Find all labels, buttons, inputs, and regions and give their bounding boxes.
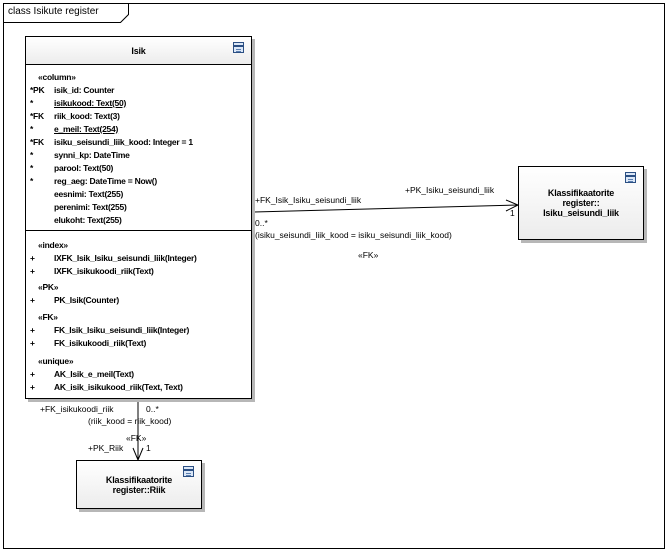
column-row-text: reg_aeg: DateTime = Now()	[54, 176, 157, 186]
table-icon	[183, 466, 194, 477]
unique-op-row-text: AK_isik_isikukood_riik(Text, Text)	[54, 382, 183, 392]
column-row-prefix: *	[30, 163, 34, 173]
assoc-riik-stereotype: «FK»	[126, 433, 147, 443]
class-isik-header: Isik	[26, 37, 251, 65]
assoc-seisund-source-mult: 0..*	[255, 218, 268, 228]
pk-op-row: + PK_Isik(Counter)	[26, 294, 251, 306]
column-row-prefix: *	[30, 176, 34, 186]
fk-op-row-text: FK_Isik_Isiku_seisundi_liik(Integer)	[54, 325, 190, 335]
index-op-row-prefix: +	[30, 266, 35, 276]
unique-op-row: + AK_Isik_e_meil(Text)	[26, 368, 251, 380]
class-seisund-title-line1: Klassifikaatorite	[547, 188, 615, 198]
index-op-row-text: IXFK_isikukoodi_riik(Text)	[54, 266, 154, 276]
assoc-riik-target-role: +PK_Riik	[88, 443, 124, 453]
column-row-text: isiku_seisundi_liik_kood: Integer = 1	[54, 137, 193, 147]
class-isik-title: Isik	[131, 45, 146, 56]
fk-op-row-prefix: +	[30, 325, 35, 335]
index-op-row: + IXFK_isikukoodi_riik(Text)	[26, 265, 251, 277]
assoc-riik-target-mult: 1	[146, 443, 151, 453]
pk-stereotype: «PK»	[38, 282, 59, 292]
assoc-seisund-condition: (isiku_seisundi_liik_kood = isiku_seisun…	[255, 230, 452, 240]
unique-stereotype: «unique»	[38, 356, 74, 366]
assoc-seisund-line	[251, 204, 519, 213]
assoc-seisund-target-role: +PK_Isiku_seisundi_liik	[405, 185, 495, 195]
column-row: * synni_kp: DateTime	[26, 149, 251, 161]
column-row-prefix: *FK	[30, 111, 44, 121]
column-row: * reg_aeg: DateTime = Now()	[26, 175, 251, 187]
column-row-text: perenimi: Text(255)	[54, 202, 127, 212]
column-row-text: parool: Text(50)	[54, 163, 114, 173]
column-row: * e_meil: Text(254)	[26, 123, 251, 135]
pk-op-row-prefix: +	[30, 295, 35, 305]
class-riik[interactable]: Klassifikaatorite register::Riik	[76, 460, 202, 509]
index-op-row: + IXFK_Isik_Isiku_seisundi_liik(Integer)	[26, 252, 251, 264]
column-row-text: riik_kood: Text(3)	[54, 111, 120, 121]
class-seisund-title-line3: Isiku_seisundi_liik	[543, 208, 619, 218]
columns-stereotype: «column»	[38, 72, 76, 82]
class-riik-title-line1: Klassifikaatorite	[105, 474, 173, 485]
column-row-prefix: *	[30, 150, 34, 160]
fk-stereotype: «FK»	[38, 312, 58, 322]
frame-title: class Isikute register	[8, 6, 99, 17]
column-row-prefix: *	[30, 98, 34, 108]
unique-op-row-text: AK_Isik_e_meil(Text)	[54, 369, 134, 379]
compartment-divider	[26, 230, 251, 231]
index-stereotype: «index»	[38, 240, 68, 250]
class-isik[interactable]: Isik «column» *PK isik_id: Counter * isikuk…	[25, 36, 252, 399]
column-row: * parool: Text(50)	[26, 162, 251, 174]
assoc-seisund-stereotype: «FK»	[358, 250, 379, 260]
class-seisund-title-line2: register::	[562, 198, 600, 208]
table-icon	[233, 42, 244, 53]
column-row: perenimi: Text(255)	[26, 201, 251, 213]
unique-op-row-prefix: +	[30, 369, 35, 379]
column-row-text: e_meil: Text(254)	[54, 124, 119, 134]
pk-op-row-text: PK_Isik(Counter)	[54, 295, 119, 305]
column-row-prefix: *PK	[30, 85, 45, 95]
fk-op-row-prefix: +	[30, 338, 35, 348]
column-row-text: eesnimi: Text(255)	[54, 189, 124, 199]
fk-op-row: + FK_Isik_Isiku_seisundi_liik(Integer)	[26, 324, 251, 336]
assoc-riik-condition: (riik_kood = riik_kood)	[88, 416, 172, 426]
class-riik-title-line2: register::Riik	[112, 484, 166, 495]
column-row-prefix: *FK	[30, 137, 44, 147]
column-row-text: synni_kp: DateTime	[54, 150, 130, 160]
column-row: *FK riik_kood: Text(3)	[26, 110, 251, 122]
column-row-prefix: *	[30, 124, 34, 134]
column-row: *FK isiku_seisundi_liik_kood: Integer = 1	[26, 136, 251, 148]
class-riik-header: Klassifikaatorite register::Riik	[77, 461, 201, 508]
column-row: eesnimi: Text(255)	[26, 188, 251, 200]
table-icon	[625, 172, 636, 183]
fk-op-row: + FK_isikukoodi_riik(Text)	[26, 337, 251, 349]
class-seisund-header: Klassifikaatorite register:: Isiku_seisu…	[519, 167, 643, 239]
assoc-riik-source-mult: 0..*	[146, 404, 159, 414]
index-op-row-text: IXFK_Isik_Isiku_seisundi_liik(Integer)	[54, 253, 197, 263]
fk-op-row-text: FK_isikukoodi_riik(Text)	[54, 338, 147, 348]
column-row-text: elukoht: Text(255)	[54, 215, 122, 225]
column-row: elukoht: Text(255)	[26, 214, 251, 226]
column-row: *PK isik_id: Counter	[26, 84, 251, 96]
column-row-text: isikukood: Text(50)	[54, 98, 127, 108]
unique-op-row-prefix: +	[30, 382, 35, 392]
assoc-riik-source-role: +FK_isikukoodi_riik	[40, 404, 114, 414]
class-isiku-seisundi-liik[interactable]: Klassifikaatorite register:: Isiku_seisu…	[518, 166, 644, 240]
assoc-seisund-source-role: +FK_Isik_Isiku_seisundi_liik	[255, 195, 362, 205]
unique-op-row: + AK_isik_isikukood_riik(Text, Text)	[26, 381, 251, 393]
column-row: * isikukood: Text(50)	[26, 97, 251, 109]
index-op-row-prefix: +	[30, 253, 35, 263]
assoc-seisund-target-mult: 1	[510, 208, 515, 218]
column-row-text: isik_id: Counter	[54, 85, 115, 95]
